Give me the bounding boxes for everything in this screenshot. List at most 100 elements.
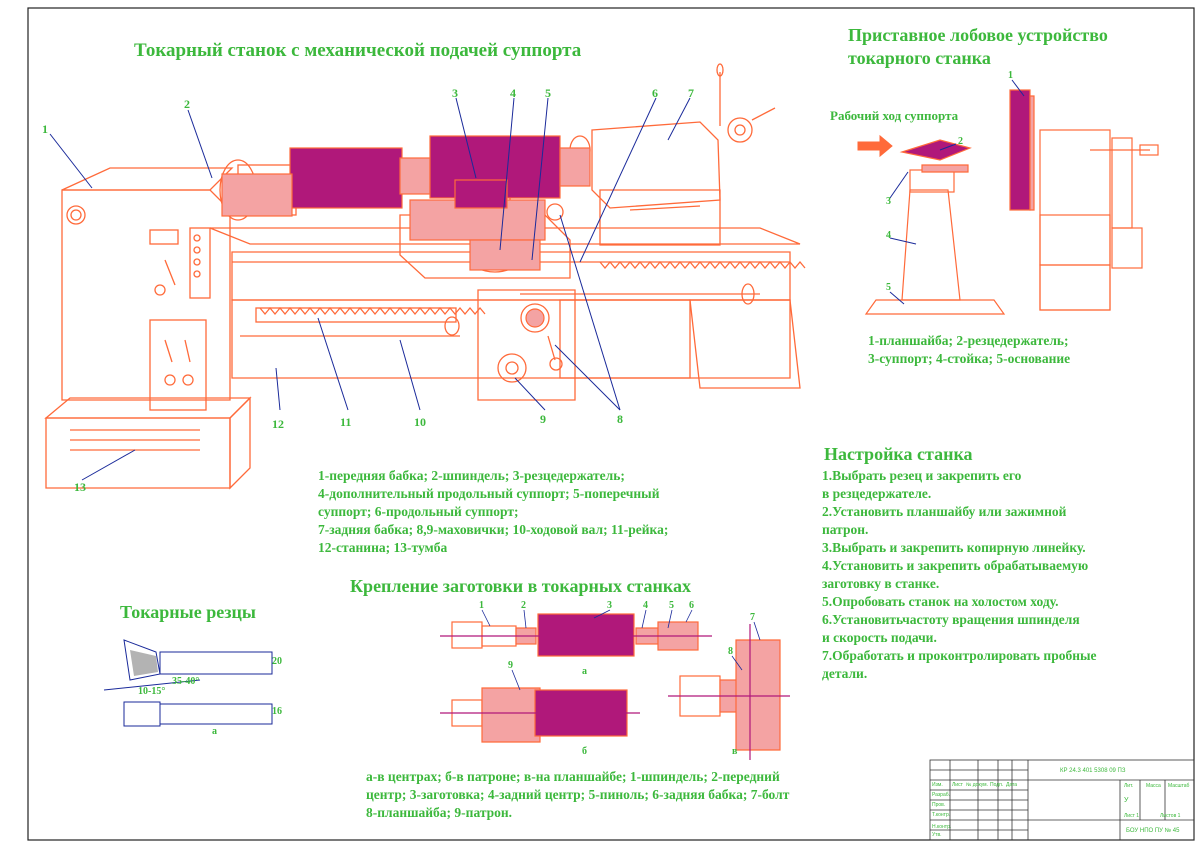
stamp-col: Лист 1 — [1124, 813, 1140, 819]
lathe-machine — [44, 63, 806, 490]
faceplate-label-5: 5 — [886, 282, 891, 293]
mounting-legend-line: 8-планшайба; 9-патрон. — [366, 805, 513, 820]
cutter-angle-1: 35-40° — [172, 676, 200, 687]
mounting-leaders — [481, 609, 761, 691]
lathe-legend-line: 1-передняя бабка; 2-шпиндель; 3-резцедер… — [318, 468, 625, 483]
headstock-1 — [61, 189, 231, 401]
setup-title: Настройка станка — [824, 444, 973, 464]
lathe-label-8: 8 — [617, 412, 623, 426]
faceplate-label-2: 2 — [958, 136, 963, 147]
setup-step: патрон. — [822, 522, 869, 537]
stamp-row: Подп. — [990, 782, 1004, 788]
mounting-label-b: б — [582, 746, 587, 757]
mounting-legend-line: а-в центрах; б-в патроне; в-на планшайбе… — [366, 769, 780, 784]
cutters — [103, 639, 273, 727]
mounting-label-4: 4 — [643, 600, 648, 611]
stamp-row: Разраб. — [932, 792, 951, 798]
stamp-row: Изм. — [932, 782, 943, 788]
stamp-col: Масса — [1146, 783, 1161, 789]
cutter-label-a: а — [212, 726, 217, 737]
faceplate-device-title: Приставное лобовое устройство токарного … — [848, 24, 1178, 70]
workpiece-fill — [221, 135, 591, 328]
setup-steps: 1.Выбрать резец и закрепить его в резцед… — [822, 467, 1182, 683]
lathe-title: Токарный станок с механической подачей с… — [134, 40, 582, 61]
faceplate-legend-line: 1-планшайба; 2-резцедержатель; — [868, 333, 1069, 348]
faceplate-legend: 1-планшайба; 2-резцедержатель; 3-суппорт… — [868, 332, 1168, 368]
lathe-label-9: 9 — [540, 412, 546, 426]
mounting-label-1: 1 — [479, 600, 484, 611]
workpiece-mounting-title: Крепление заготовки в токарных станках — [350, 576, 691, 596]
cutter-tip-fill — [130, 650, 158, 676]
mounting-legend: а-в центрах; б-в патроне; в-на планшайбе… — [366, 768, 926, 822]
mounting-label-5: 5 — [669, 600, 674, 611]
lathe-legend-line: суппорт; 6-продольный суппорт; — [318, 504, 519, 519]
mounting-label-8: 8 — [728, 646, 733, 657]
faceplate-label-1: 1 — [1008, 70, 1013, 81]
faceplate-label-3: 3 — [886, 196, 891, 207]
lathe-legend-line: 12-станина; 13-тумба — [318, 540, 448, 555]
lathe-leaders — [49, 97, 691, 481]
faceplate-device — [864, 89, 1159, 315]
stamp-row: Дата — [1006, 782, 1018, 788]
lathe-legend-line: 4-дополнительный продольный суппорт; 5-п… — [318, 486, 660, 501]
feed-arrow — [857, 134, 893, 158]
workpiece-left — [289, 147, 403, 209]
lathe-label-10: 10 — [414, 415, 426, 429]
cutter-angle-2: 10-15° — [138, 686, 166, 697]
stamp-org: БОУ НПО ПУ № 45 — [1126, 828, 1180, 834]
apron — [477, 289, 576, 401]
lathe-label-1: 1 — [42, 122, 48, 136]
faceplate-device-title-line2: токарного станка — [848, 48, 991, 68]
lathe-label-3: 3 — [452, 86, 458, 100]
setup-step: и скорость подачи. — [822, 630, 937, 645]
lathe-label-11: 11 — [340, 415, 352, 429]
stamp-row: Т.контр. — [932, 812, 951, 818]
mounting-label-7: 7 — [750, 612, 755, 623]
mounting-legend-line: центр; 3-заготовка; 4-задний центр; 5-пи… — [366, 787, 790, 802]
faceplate-caption: Рабочий ход суппорта — [830, 108, 959, 123]
stamp-code: КР 24.3 401 5308 09 ПЗ — [1060, 768, 1126, 774]
mounting-label-a: а — [582, 666, 587, 677]
faceplate-label-4: 4 — [886, 230, 891, 241]
mounting-label-6: 6 — [689, 600, 694, 611]
setup-step: 7.Обработать и проконтролировать пробные — [822, 648, 1097, 663]
cutter-dim-1: 20 — [272, 656, 282, 667]
stamp-row: № докум. — [966, 782, 988, 788]
stamp-row: Лист — [952, 782, 963, 788]
lathe-legend: 1-передняя бабка; 2-шпиндель; 3-резцедер… — [318, 467, 798, 557]
lathe-legend-line: 7-задняя бабка; 8,9-маховички; 10-ходово… — [318, 522, 669, 537]
stamp-col: Лит. — [1124, 783, 1134, 789]
stamp-col: У — [1124, 797, 1129, 804]
cutters-title: Токарные резцы — [120, 602, 256, 622]
mounting-label-3: 3 — [607, 600, 612, 611]
lathe-label-5: 5 — [545, 86, 551, 100]
title-block — [929, 759, 1195, 841]
setup-step: 5.Опробовать станок на холостом ходу. — [822, 594, 1059, 609]
setup-step: заготовку в станке. — [822, 576, 940, 591]
stamp-row: Пров. — [932, 802, 946, 808]
setup-step: 2.Установить планшайбу или зажимной — [822, 504, 1067, 519]
sheet-frame — [27, 7, 1195, 841]
stamp-col: Листов 1 — [1160, 813, 1181, 819]
mounting-diagrams — [440, 613, 790, 760]
faceplate-leaders — [889, 79, 1025, 305]
setup-step: 3.Выбрать и закрепить копирную линейку. — [822, 540, 1086, 555]
lathe-label-4: 4 — [510, 86, 516, 100]
stamp-col: Масштаб — [1168, 783, 1190, 789]
lathe-label-6: 6 — [652, 86, 658, 100]
setup-step: 4.Установить и закрепить обрабатываемую — [822, 558, 1089, 573]
lathe-label-2: 2 — [184, 97, 190, 111]
lathe-label-7: 7 — [688, 86, 694, 100]
setup-step: 6.Установитьчастоту вращения шпинделя — [822, 612, 1080, 627]
mounting-label-v: в — [732, 746, 738, 757]
mounting-label-9: 9 — [508, 660, 513, 671]
faceplate-device-title-line1: Приставное лобовое устройство — [848, 25, 1108, 45]
mounting-label-2: 2 — [521, 600, 526, 611]
lathe-label-13: 13 — [74, 480, 86, 494]
cutter-dim-2: 16 — [272, 706, 282, 717]
faceplate-legend-line: 3-суппорт; 4-стойка; 5-основание — [868, 351, 1071, 366]
setup-step: в резцедержателе. — [822, 486, 932, 501]
setup-step: детали. — [822, 666, 868, 681]
